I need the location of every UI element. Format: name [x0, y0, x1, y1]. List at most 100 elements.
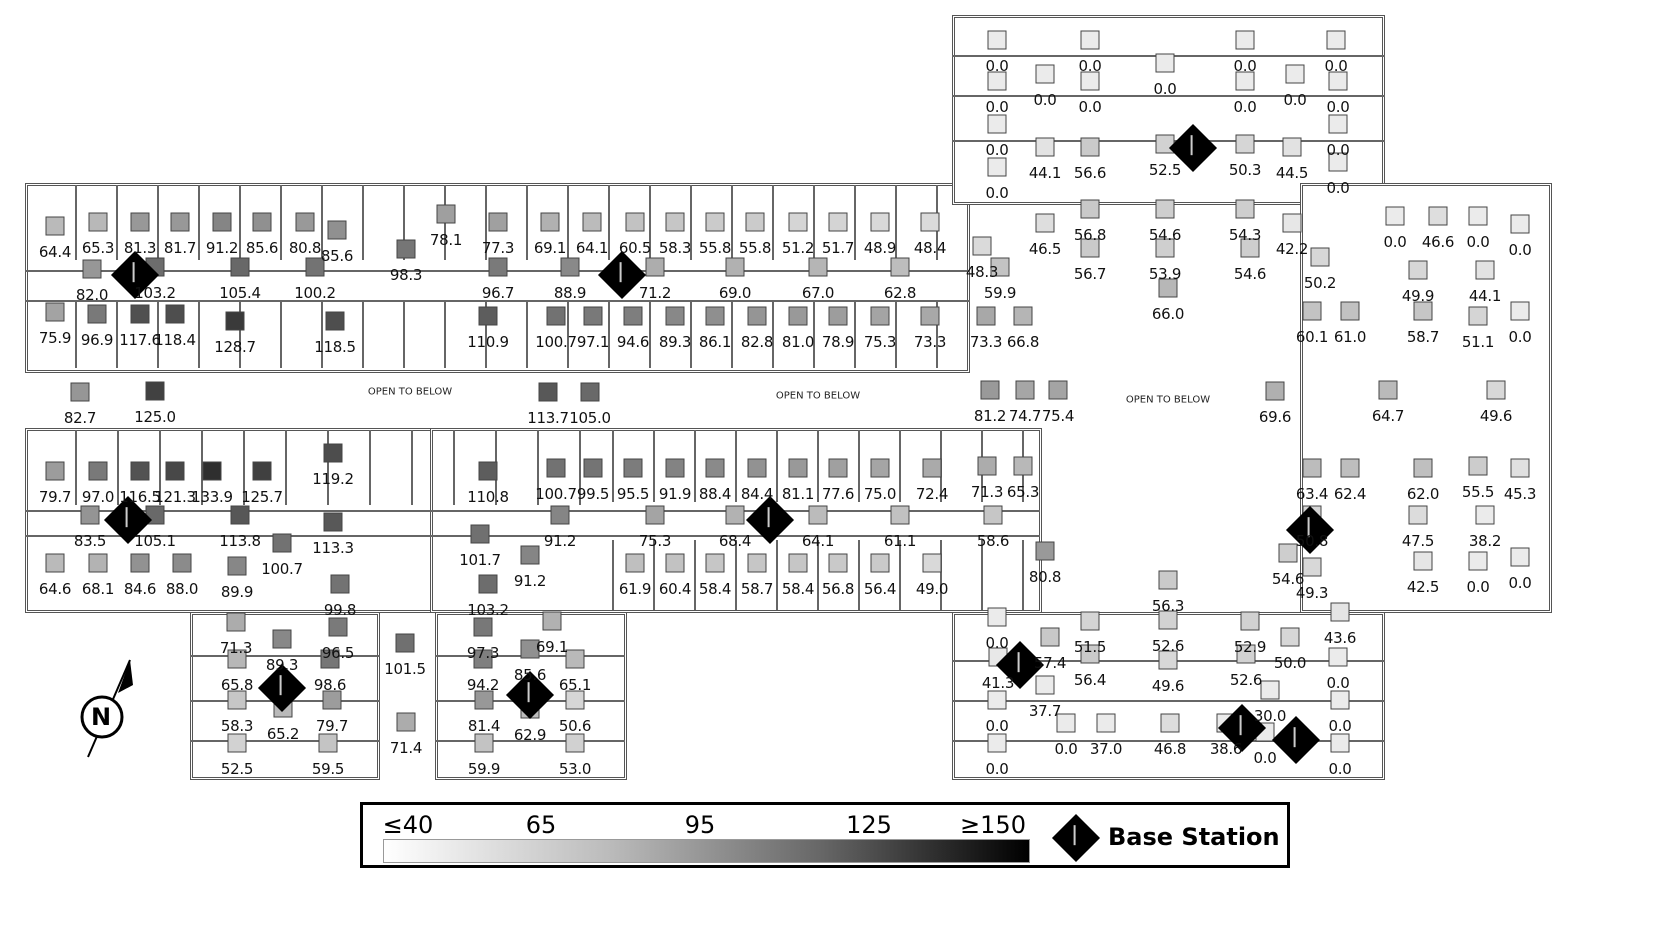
signal-marker: [474, 733, 494, 753]
signal-marker: [828, 212, 848, 232]
signal-value: 91.9: [658, 485, 692, 503]
legend-base-station-label: Base Station: [1108, 823, 1280, 851]
room-wall: [817, 430, 819, 502]
signal-marker: [1155, 53, 1175, 73]
signal-marker: [1486, 380, 1506, 400]
signal-value: 0.0: [985, 184, 1009, 202]
signal-marker: [172, 553, 192, 573]
signal-marker: [1510, 214, 1530, 234]
signal-value: 88.9: [553, 284, 587, 302]
signal-marker: [705, 306, 725, 326]
signal-value: 84.4: [740, 485, 774, 503]
signal-value: 0.0: [1326, 674, 1350, 692]
room-wall: [362, 185, 364, 260]
signal-value: 69.6: [1258, 408, 1292, 426]
signal-marker: [1468, 551, 1488, 571]
signal-marker: [538, 382, 558, 402]
room-wall: [453, 430, 455, 505]
signal-value: 71.2: [638, 284, 672, 302]
signal-marker: [320, 649, 340, 669]
signal-marker: [540, 212, 560, 232]
signal-value: 64.1: [801, 532, 835, 550]
signal-marker: [623, 458, 643, 478]
room-wall: [321, 300, 323, 368]
signal-marker: [1235, 71, 1255, 91]
signal-marker: [230, 505, 250, 525]
signal-marker: [1048, 380, 1068, 400]
corridor-wall: [25, 510, 1040, 512]
signal-marker: [1468, 206, 1488, 226]
signal-marker: [328, 617, 348, 637]
signal-marker: [130, 304, 150, 324]
signal-value: 45.3: [1503, 485, 1537, 503]
signal-value: 82.0: [75, 286, 109, 304]
signal-marker: [623, 306, 643, 326]
signal-value: 54.6: [1233, 265, 1267, 283]
room-wall: [321, 185, 323, 260]
signal-marker: [87, 304, 107, 324]
signal-value: 65.2: [266, 725, 300, 743]
signal-marker: [45, 461, 65, 481]
signal-marker: [1328, 114, 1348, 134]
signal-marker: [546, 458, 566, 478]
signal-marker: [705, 458, 725, 478]
room-wall: [653, 430, 655, 502]
signal-marker: [1475, 505, 1495, 525]
signal-marker: [1510, 458, 1530, 478]
room-wall: [608, 300, 610, 368]
signal-value: 105.1: [134, 532, 176, 550]
room-wall: [813, 300, 815, 368]
signal-value: 128.7: [214, 338, 256, 356]
room-wall: [75, 300, 77, 368]
signal-marker: [225, 311, 245, 331]
signal-value: 49.9: [1401, 287, 1435, 305]
signal-marker: [987, 114, 1007, 134]
signal-marker: [1080, 71, 1100, 91]
signal-marker: [1155, 238, 1175, 258]
signal-marker: [788, 458, 808, 478]
signal-value: 75.9: [38, 329, 72, 347]
signal-value: 103.2: [134, 284, 176, 302]
corridor-wall: [190, 655, 380, 657]
signal-marker: [870, 458, 890, 478]
north-label: N: [91, 703, 112, 731]
signal-value: 61.0: [1333, 328, 1367, 346]
signal-value: 59.5: [311, 760, 345, 778]
signal-value: 89.3: [658, 333, 692, 351]
signal-marker: [977, 456, 997, 476]
signal-marker: [1326, 30, 1346, 50]
signal-marker: [990, 257, 1010, 277]
signal-value: 60.1: [1295, 328, 1329, 346]
signal-value: 100.2: [294, 284, 336, 302]
signal-value: 100.7: [535, 485, 577, 503]
signal-value: 49.0: [915, 580, 949, 598]
signal-value: 94.2: [466, 676, 500, 694]
legend-tick: 65: [525, 811, 557, 839]
signal-value: 58.4: [698, 580, 732, 598]
signal-marker: [272, 629, 292, 649]
signal-value: 53.0: [558, 760, 592, 778]
signal-value: 88.4: [698, 485, 732, 503]
signal-marker: [1158, 650, 1178, 670]
legend-tick: 95: [684, 811, 716, 839]
signal-value: 74.7: [1008, 407, 1042, 425]
signal-value: 0.0: [1153, 80, 1177, 98]
room-wall: [280, 185, 282, 260]
signal-marker: [1035, 137, 1055, 157]
signal-marker: [396, 239, 416, 259]
signal-marker: [130, 461, 150, 481]
signal-marker: [625, 212, 645, 232]
room-wall: [854, 300, 856, 368]
room-wall: [157, 300, 159, 368]
signal-marker: [1510, 547, 1530, 567]
signal-value: 0.0: [1324, 57, 1348, 75]
signal-value: 98.6: [313, 676, 347, 694]
signal-value: 67.0: [801, 284, 835, 302]
signal-value: 54.3: [1228, 226, 1262, 244]
signal-value: 42.5: [1406, 578, 1440, 596]
signal-value: 121.3: [154, 488, 196, 506]
signal-value: 52.5: [1148, 161, 1182, 179]
signal-value: 103.2: [467, 601, 509, 619]
signal-marker: [1260, 680, 1280, 700]
signal-marker: [1240, 238, 1260, 258]
